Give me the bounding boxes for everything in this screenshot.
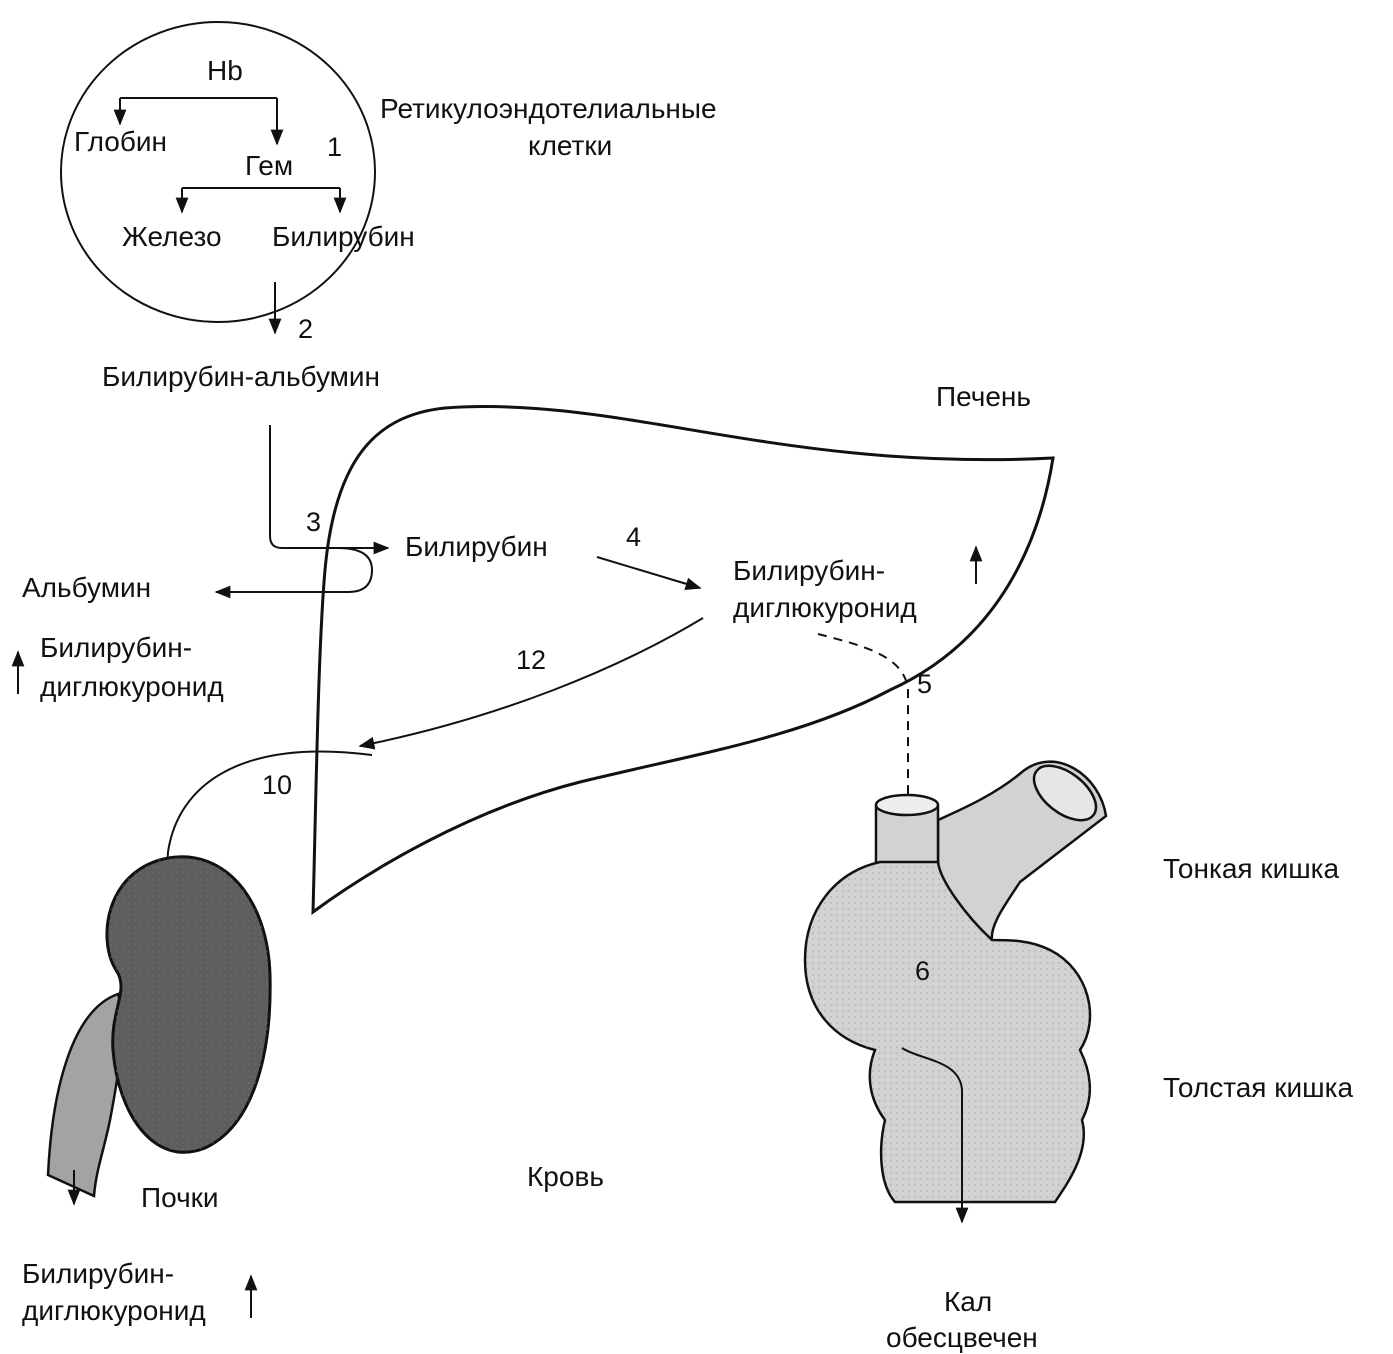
step-4: 4 — [626, 522, 641, 552]
intestine — [805, 755, 1106, 1222]
bdg-blood-label-line2: диглюкуронид — [40, 671, 224, 702]
bdg-urine-label-line2: диглюкуронид — [22, 1295, 206, 1326]
kidneys-label: Почки — [141, 1182, 219, 1213]
feces-label-line1: Кал — [944, 1286, 992, 1317]
globin-label: Глобин — [74, 126, 167, 157]
step-10: 10 — [262, 770, 292, 800]
reticuloendothelial-label-line2: клетки — [528, 130, 612, 161]
reticuloendothelial-cell: Hb Глобин 1 Гем Железо Билирубин — [61, 22, 415, 322]
bilirubin-liver-label: Билирубин — [405, 531, 548, 562]
step-12-arrow — [360, 618, 703, 746]
hb-label: Hb — [207, 55, 243, 86]
liver-label: Печень — [936, 381, 1031, 412]
step-3: 3 — [306, 507, 321, 537]
large-intestine-label: Толстая кишка — [1163, 1072, 1353, 1103]
step-5: 5 — [917, 669, 932, 699]
ureter — [48, 994, 122, 1196]
step-1: 1 — [327, 132, 342, 162]
bilirubin-rec-label: Билирубин — [272, 221, 415, 252]
bdg-liver-label-line1: Билирубин- — [733, 555, 885, 586]
step-12: 12 — [516, 645, 546, 675]
reticuloendothelial-label-line1: Ретикулоэндотелиальные — [380, 93, 717, 124]
bdg-blood-label-line1: Билирубин- — [40, 632, 192, 663]
bilirubin-albumin-label: Билирубин-альбумин — [102, 361, 380, 392]
bdg-urine-label-line1: Билирубин- — [22, 1258, 174, 1289]
duodenum-opening — [876, 795, 938, 815]
blood-label: Кровь — [527, 1161, 604, 1192]
iron-label: Железо — [122, 221, 222, 252]
step-6: 6 — [915, 956, 930, 986]
step-2: 2 — [298, 314, 313, 344]
bdg-liver-label-line2: диглюкуронид — [733, 592, 917, 623]
albumin-return-arrow — [216, 548, 372, 592]
feces-label-line2: обесцвечен — [886, 1322, 1038, 1353]
step-4-arrow — [597, 557, 700, 588]
heme-label: Гем — [245, 150, 293, 181]
kidney — [48, 857, 270, 1204]
small-intestine-label: Тонкая кишка — [1163, 853, 1340, 884]
albumin-label: Альбумин — [22, 572, 151, 603]
large-intestine-texture — [805, 862, 1090, 1202]
